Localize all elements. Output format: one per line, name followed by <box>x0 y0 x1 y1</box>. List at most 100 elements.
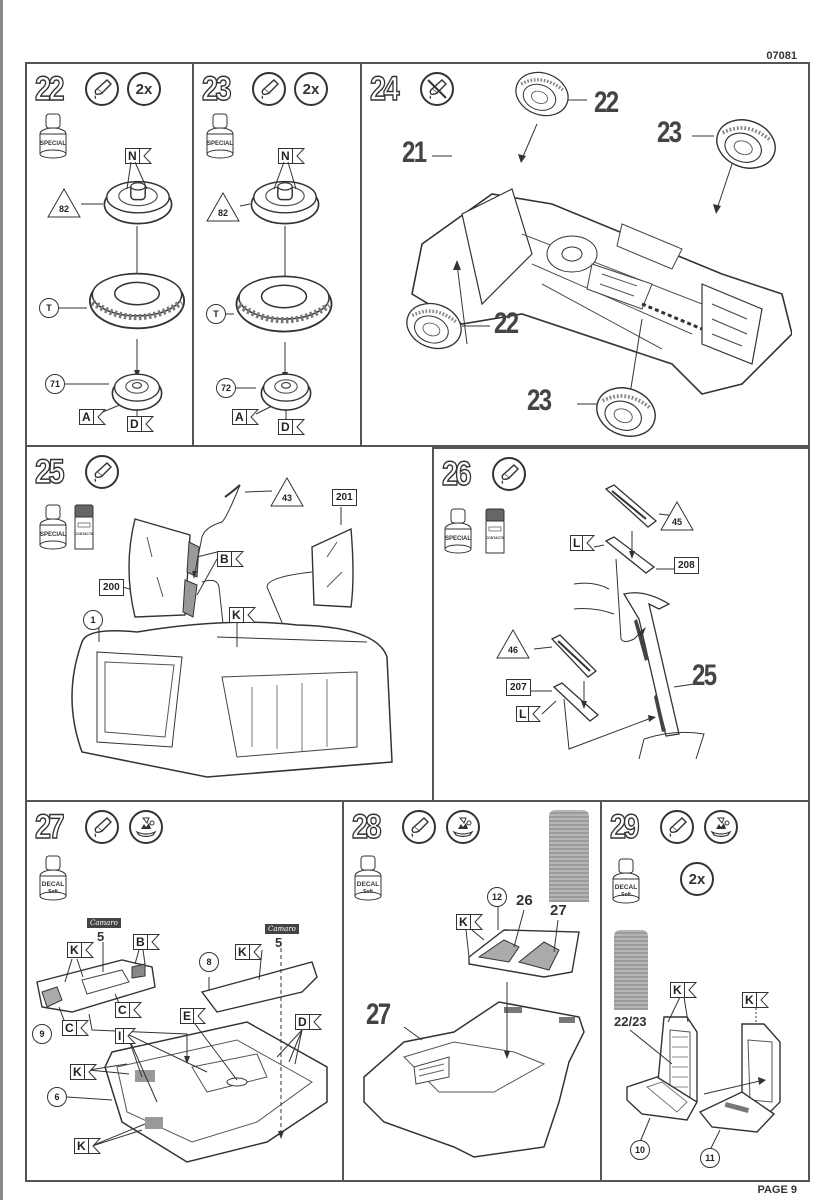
step-number: 29 <box>609 808 640 846</box>
paint-flag-b: B <box>133 934 160 950</box>
part-circle-72: 72 <box>216 378 236 398</box>
clear-glue-bottle-icon: CONTACTA <box>484 507 506 555</box>
decal-number-5-left: 5 <box>97 929 105 944</box>
decal-number-22-23: 22/23 <box>614 1014 647 1029</box>
wheel-front-bottom <box>402 300 466 352</box>
repeat-2x-icon: 2x <box>127 72 161 106</box>
svg-text:CONTACTA: CONTACTA <box>486 536 505 540</box>
cement-bottle-icon: SPECIAL <box>37 112 69 160</box>
wheel-rear-bottom <box>592 384 660 440</box>
paint-flag-k-floor: K <box>70 1064 97 1080</box>
paint-flag-d: D <box>127 416 154 432</box>
paint-flag-k-floor-lower: K <box>74 1138 101 1154</box>
part-circle-11: 11 <box>700 1148 720 1168</box>
glue-tube-icon <box>492 457 526 491</box>
part-circle-t: T <box>206 304 226 324</box>
part-triangle-82: 82 <box>47 188 81 218</box>
svg-text:SPECIAL: SPECIAL <box>207 141 233 147</box>
part-circle-6: 6 <box>47 1087 67 1107</box>
kit-code: 07081 <box>766 50 797 62</box>
part-circle-10: 10 <box>630 1140 650 1160</box>
step-number: 23 <box>201 70 232 108</box>
decal-camaro-left: Camaro <box>87 918 121 928</box>
interior-drawing <box>36 942 328 1163</box>
wheel-rear-top <box>712 116 780 172</box>
paint-flag-n: N <box>278 148 305 164</box>
no-glue-icon <box>420 72 454 106</box>
paint-flag-l-bottom: L <box>516 706 541 722</box>
window-drawings <box>71 484 393 778</box>
step-23-panel: 23 2x SPECIAL N 82 T 72 A D <box>192 62 362 447</box>
page-edge <box>0 0 3 1200</box>
part-circle-71: 71 <box>45 374 65 394</box>
paint-flag-d: D <box>278 419 305 435</box>
decal-camaro-right: Camaro <box>265 924 299 934</box>
paint-flag-d: D <box>295 1014 322 1030</box>
bucket-seats-drawing <box>626 996 781 1151</box>
paint-flag-a: A <box>79 409 106 425</box>
part-circle-12: 12 <box>487 887 507 907</box>
seat-decal-sheet <box>614 930 648 1010</box>
tire-drawing <box>87 270 187 332</box>
repeat-2x-icon: 2x <box>294 72 328 106</box>
part-box-208: 208 <box>674 557 699 574</box>
svg-text:SPECIAL: SPECIAL <box>40 141 66 147</box>
paint-flag-a: A <box>232 409 259 425</box>
paint-flag-b: B <box>217 551 244 567</box>
part-box-207: 207 <box>506 679 531 696</box>
part-box-200: 200 <box>99 579 124 596</box>
callout-21: 21 <box>402 136 427 169</box>
step-number: 28 <box>351 808 382 846</box>
svg-text:Soft: Soft <box>621 892 631 898</box>
svg-text:DECAL: DECAL <box>615 884 637 891</box>
paint-flag-k: K <box>456 914 483 930</box>
svg-text:CONTACTA: CONTACTA <box>75 532 94 536</box>
part-triangle-46: 46 <box>496 629 530 659</box>
paint-flag-k: K <box>229 607 256 623</box>
paint-flag-k-panel: K <box>67 942 94 958</box>
paint-flag-c-upper: C <box>115 1002 142 1018</box>
part-triangle-82: 82 <box>206 192 240 222</box>
decal-water-icon <box>704 810 738 844</box>
svg-text:DECAL: DECAL <box>42 881 64 888</box>
assembly-arrows <box>432 99 733 405</box>
step-number: 24 <box>369 70 400 108</box>
callout-22-bottom: 22 <box>494 307 519 340</box>
glue-tube-icon <box>85 455 119 489</box>
paint-flag-i: I <box>115 1028 136 1044</box>
step-number: 27 <box>34 808 65 846</box>
step-number: 26 <box>441 455 472 493</box>
part-circle-9: 9 <box>32 1024 52 1044</box>
step-26-panel: 26 SPECIAL CONTACTA 45 L 208 46 25 207 <box>432 447 810 802</box>
repeat-2x-icon: 2x <box>680 862 714 896</box>
cement-bottle-icon: SPECIAL <box>204 112 236 160</box>
callout-27: 27 <box>366 998 391 1031</box>
svg-text:SPECIAL: SPECIAL <box>445 536 471 542</box>
hub-drawing <box>109 368 165 414</box>
decal-water-icon <box>129 810 163 844</box>
tire-drawing <box>234 272 334 336</box>
pillar-drawing <box>529 484 705 760</box>
paint-flag-e: E <box>180 1008 206 1024</box>
part-box-201: 201 <box>332 489 357 506</box>
clear-glue-bottle-icon: CONTACTA <box>73 503 95 551</box>
rear-seat-tub-drawing <box>363 906 585 1158</box>
svg-text:Soft: Soft <box>363 889 373 895</box>
callout-23-top: 23 <box>657 116 682 149</box>
wheel-front-top <box>512 69 572 119</box>
step-number: 22 <box>34 70 65 108</box>
part-circle-t: T <box>39 298 59 318</box>
glue-tube-icon <box>402 810 436 844</box>
callout-23-bottom: 23 <box>527 384 552 417</box>
glue-tube-icon <box>252 72 286 106</box>
callout-25: 25 <box>692 659 717 692</box>
svg-text:DECAL: DECAL <box>357 881 379 888</box>
paint-flag-n: N <box>125 148 152 164</box>
step-22-panel: 22 2x SPECIAL N 82 T 71 A D <box>25 62 194 447</box>
glue-tube-icon <box>85 72 119 106</box>
